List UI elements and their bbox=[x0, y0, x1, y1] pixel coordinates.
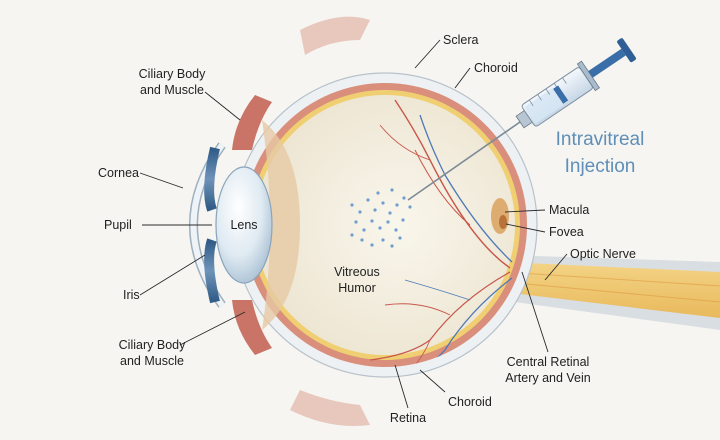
label-ciliary-top-2: and Muscle bbox=[140, 83, 204, 97]
leader-lines bbox=[139, 39, 568, 409]
label-ciliary-bottom-2: and Muscle bbox=[120, 354, 184, 368]
label-retinal-vessels-2: Artery and Vein bbox=[505, 371, 591, 385]
title-line2: Injection bbox=[565, 156, 636, 177]
extraocular-muscle-top bbox=[300, 16, 370, 56]
ciliary-body-top bbox=[232, 95, 272, 150]
labels: Sclera Choroid Ciliary Body and Muscle C… bbox=[98, 33, 636, 425]
macula bbox=[491, 198, 509, 234]
lens bbox=[215, 166, 273, 284]
syringe bbox=[407, 38, 636, 201]
extraocular-muscle-bottom bbox=[290, 390, 370, 426]
vitreous-humor bbox=[255, 95, 515, 355]
label-choroid-bottom: Choroid bbox=[448, 395, 492, 409]
label-ciliary-bottom-1: Ciliary Body bbox=[119, 338, 186, 352]
label-fovea: Fovea bbox=[549, 225, 584, 239]
iris-bottom bbox=[204, 238, 220, 304]
ciliary-processes bbox=[262, 120, 300, 330]
title-line1: Intravitreal bbox=[556, 129, 645, 150]
label-lens: Lens bbox=[230, 218, 257, 232]
label-pupil: Pupil bbox=[104, 218, 132, 232]
optic-nerve bbox=[500, 255, 720, 330]
label-choroid-top: Choroid bbox=[474, 61, 518, 75]
label-iris: Iris bbox=[123, 288, 140, 302]
label-retinal-vessels-1: Central Retinal bbox=[507, 355, 590, 369]
fovea bbox=[499, 215, 507, 229]
label-optic-nerve: Optic Nerve bbox=[570, 247, 636, 261]
label-macula: Macula bbox=[549, 203, 589, 217]
label-vitreous-1: Vitreous bbox=[334, 265, 380, 279]
label-cornea: Cornea bbox=[98, 166, 139, 180]
label-ciliary-top-1: Ciliary Body bbox=[139, 67, 206, 81]
needle bbox=[407, 121, 521, 201]
label-vitreous-2: Humor bbox=[338, 281, 376, 295]
label-retina: Retina bbox=[390, 411, 426, 425]
iris-top bbox=[204, 146, 220, 212]
drug-particles bbox=[350, 188, 412, 248]
label-sclera: Sclera bbox=[443, 33, 478, 47]
